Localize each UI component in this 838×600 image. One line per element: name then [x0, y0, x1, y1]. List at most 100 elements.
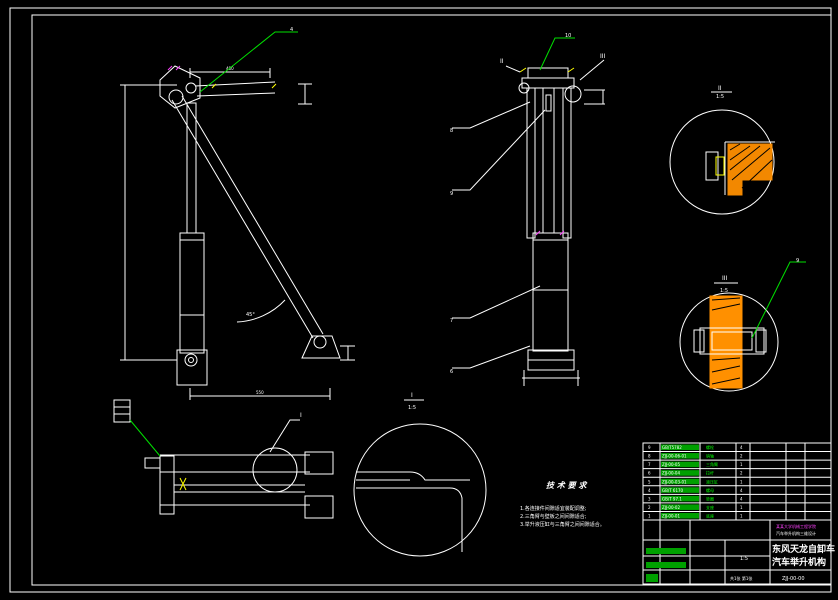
bom-code-cell — [661, 512, 699, 519]
balloon-I: I — [300, 412, 302, 419]
piston-rod — [186, 102, 197, 234]
detail-III: III 1:5 9 — [679, 258, 806, 392]
detail-I-label: I — [411, 392, 413, 399]
bom-index: 7 — [648, 462, 651, 467]
arm-top-bracket — [159, 65, 201, 109]
leader-4 — [199, 31, 298, 93]
leader-7 — [452, 285, 541, 319]
front-foot — [522, 370, 580, 386]
bom-index: 2 — [648, 505, 651, 510]
front-cylinder — [532, 232, 569, 352]
bom-code: ZJJ-00-06-01 — [662, 454, 687, 459]
hydraulic-cylinder — [179, 232, 205, 354]
balloon-8: 8 — [450, 128, 453, 134]
right-rod — [562, 87, 572, 239]
bom-name: 垫圈 — [706, 495, 714, 501]
front-marks — [519, 67, 575, 73]
bom-name: 销轴 — [706, 453, 714, 459]
tech-title: 技 术 要 求 — [546, 481, 588, 490]
detail-II-label: II — [718, 85, 722, 92]
detail-I: I 1:5 — [353, 392, 487, 557]
plan-right-bot — [304, 495, 334, 519]
bom-qty: 2 — [740, 454, 743, 459]
sign-cell-1 — [646, 548, 686, 554]
section-II-label: II — [500, 58, 504, 65]
sign-cell-2 — [646, 562, 686, 568]
detail-III-pin — [699, 327, 765, 355]
bom-name: 螺栓 — [706, 444, 714, 450]
weld-mark-2 — [211, 83, 277, 89]
top-width-dim — [189, 68, 271, 78]
detail-I-scale: 1:5 — [408, 405, 416, 411]
plan-view: I — [113, 399, 334, 519]
tech-item-1: 1.各连接件间隙适宜装配调整; — [520, 505, 587, 512]
plan-callout-stack — [113, 399, 131, 423]
title-line-2: 汽车举升机构 — [772, 556, 826, 568]
angle-label: 45° — [246, 312, 255, 318]
main-view: 45° 480 550 4 — [120, 27, 355, 400]
bom-name: 底座 — [706, 513, 714, 519]
balloon-6: 6 — [450, 369, 453, 375]
bottom-width-label: 550 — [256, 390, 264, 395]
bom-qty: 1 — [740, 514, 743, 519]
balloon-9: 9 — [450, 191, 453, 197]
top-plate — [521, 77, 575, 89]
scale-value: 1:5 — [740, 556, 748, 562]
drawing-number: ZJJ-00-00 — [782, 576, 805, 582]
angle-arc — [236, 299, 286, 323]
leader-10 — [539, 37, 575, 71]
left-rod — [526, 87, 536, 239]
diagonal-arm — [171, 95, 324, 339]
title-line-1: 东风天龙自卸车 — [772, 543, 835, 555]
top-link — [194, 81, 276, 97]
front-marks-2 — [535, 230, 565, 236]
bom-qty: 1 — [740, 479, 743, 484]
balloon-9b: 9 — [796, 258, 799, 264]
detail-II-plate — [724, 141, 775, 195]
inner-frame — [31, 14, 832, 586]
center-slot — [545, 94, 552, 112]
bom-name: 拉杆 — [706, 470, 714, 476]
bom-index: 3 — [648, 496, 651, 501]
top-pivot-2 — [185, 82, 197, 94]
subtitle: 汽车举升机构三维设计 — [776, 530, 816, 536]
leader-I — [269, 419, 300, 453]
leader-8 — [452, 101, 531, 129]
top-block — [527, 67, 569, 79]
detail-III-scale: 1:5 — [720, 288, 728, 294]
plan-left-bolt — [144, 457, 161, 469]
detail-II-scale: 1:5 — [716, 94, 724, 100]
plan-detail-circle — [252, 447, 298, 493]
bom-code-cell — [661, 504, 699, 510]
title-table — [642, 519, 832, 585]
bom-code-cell — [661, 495, 699, 502]
bottom-support — [301, 335, 341, 359]
sign-cell-3 — [646, 574, 658, 582]
detail-III-block — [709, 295, 743, 389]
detail-II-hatch — [727, 143, 773, 196]
bom-index: 6 — [648, 471, 651, 476]
bom-name: 液压缸 — [706, 478, 718, 484]
right-dim — [298, 83, 312, 105]
bom-code-cell — [661, 453, 699, 459]
top-pivot — [168, 89, 184, 105]
bom-code: GB/T 6170 — [662, 488, 684, 493]
bom-code-cell — [661, 478, 699, 485]
bom-name: 支座 — [706, 504, 714, 510]
leader-9 — [452, 109, 546, 191]
detail-II: II 1:5 — [669, 85, 775, 215]
front-view: II III 10 8 9 7 6 — [450, 33, 606, 386]
weld-mark — [167, 65, 181, 71]
bom-code: GB/T 97.1 — [662, 496, 682, 501]
bom-code: ZJJ-00-04 — [662, 471, 680, 476]
bom-qty: 2 — [740, 471, 743, 476]
detail-II-bolt — [705, 151, 719, 181]
bom-code-cell — [661, 444, 699, 451]
bom-qty: 1 — [740, 462, 743, 467]
bottom-width-dim — [189, 388, 331, 400]
detail-I-circle — [353, 423, 487, 557]
bom-index: 4 — [648, 488, 651, 493]
bom-name: 三角臂 — [706, 461, 718, 467]
tech-item-2: 2.三角臂与壁板之间间隙适合; — [520, 513, 587, 520]
